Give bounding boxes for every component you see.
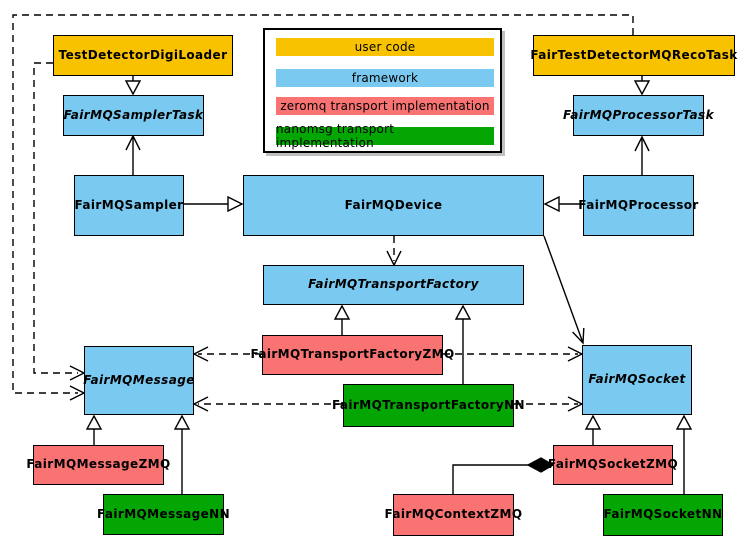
node-fairmqmessagenn: FairMQMessageNN [97,494,230,535]
edge-device-depends-transportfactory [386,236,402,267]
edge-processor-extends-device [543,195,583,213]
node-fairmqsamplertask: FairMQSamplerTask [63,95,204,136]
node-fairmqmessage: FairMQMessage [83,346,194,415]
edge-socketnn-extends-socket [675,414,693,494]
legend-item-zeromq: zeromq transport implementation [276,97,494,115]
node-fairmqcontextzmq: FairMQContextZMQ [385,494,522,536]
node-fairmqsocketnn: FairMQSocketNN [603,494,723,536]
node-fairmqdevice: FairMQDevice [243,175,544,236]
node-fairmqsocket: FairMQSocket [582,345,692,415]
node-fairmqmessagezmq: FairMQMessageZMQ [26,445,170,485]
node-fairtestdetectormqrecotask: FairTestDetectorMQRecoTask [530,35,737,76]
edge-factoryzmq-extends-transportfactory [333,304,351,335]
legend: user code framework zeromq transport imp… [263,28,502,153]
legend-item-framework: framework [276,69,494,87]
node-fairmqprocessor: FairMQProcessor [578,175,698,236]
edge-device-uses-socket [543,235,585,345]
node-fairmqsampler: FairMQSampler [74,175,184,236]
edge-sampler-uses-samplertask [125,134,141,175]
legend-item-user-code: user code [276,38,494,56]
node-fairmqprocessortask: FairMQProcessorTask [563,95,714,136]
edge-sampler-extends-device [184,195,244,213]
edge-messagezmq-extends-message [85,414,103,445]
node-fairmqsocketzmq: FairMQSocketZMQ [548,445,678,485]
node-fairmqtransportfactoryzmq: FairMQTransportFactoryZMQ [250,335,454,375]
edge-processor-uses-processortask [634,135,650,175]
edge-factorynn-creates-message [192,396,343,412]
edge-socketzmq-extends-socket [584,414,602,445]
node-fairmqtransportfactory: FairMQTransportFactory [263,265,524,305]
edge-recotask-extends-processortask [633,76,651,96]
edge-factorynn-extends-transportfactory [454,304,472,384]
edge-factoryzmq-creates-socket [443,346,584,362]
edge-socketzmq-composes-contextzmq [452,457,555,494]
edge-messagenn-extends-message [173,414,191,494]
edge-digiloader-extends-samplertask [124,76,142,96]
node-testdetectordigiloader: TestDetectorDigiLoader [53,35,233,76]
node-fairmqtransportfactorynn: FairMQTransportFactoryNN [332,384,525,427]
legend-item-nanomsg: nanomsg transport implementation [276,122,494,150]
